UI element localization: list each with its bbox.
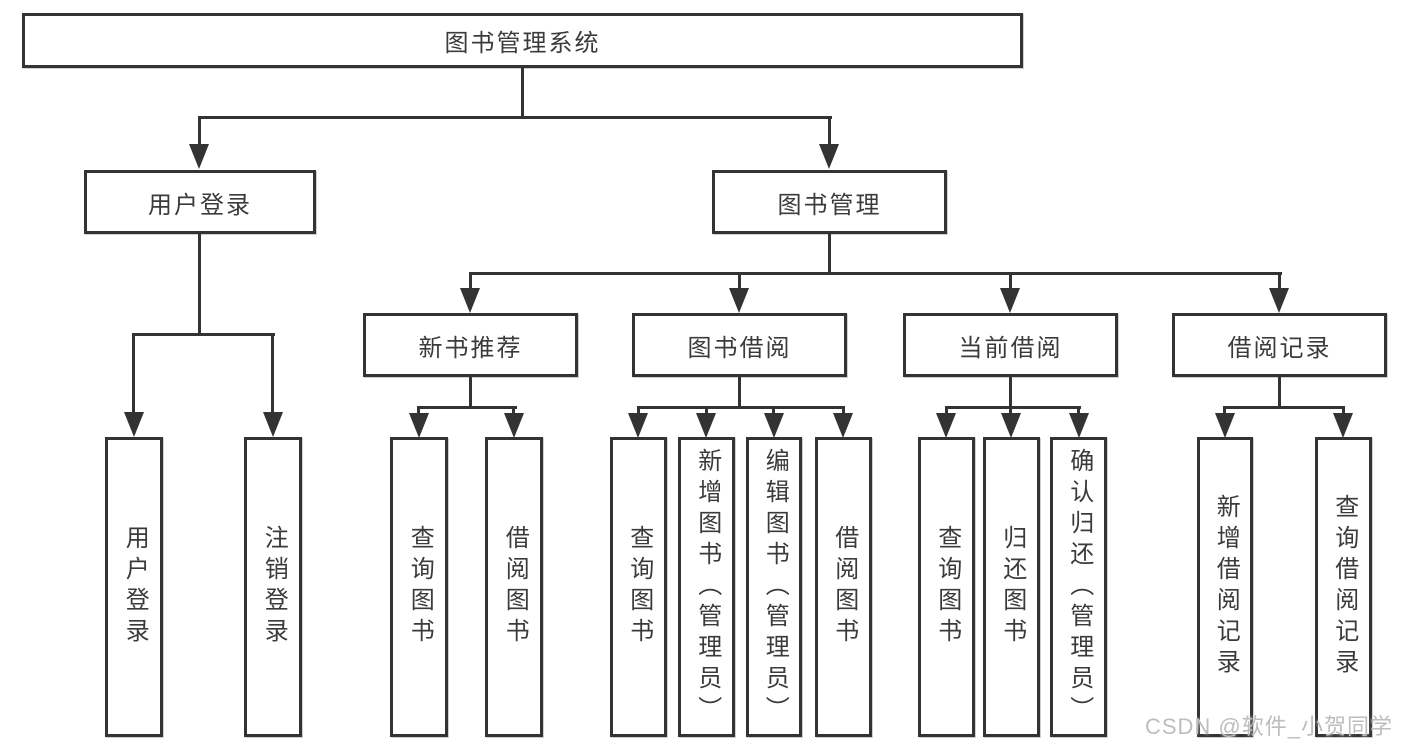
- leaf-nbr-borrow-books: 借阅图书: [485, 437, 543, 737]
- connector-line: [271, 334, 274, 414]
- connector-line: [469, 377, 472, 408]
- leaf-bb-borrow-books: 借阅图书: [815, 437, 872, 737]
- node-book-management: 图书管理: [712, 170, 947, 234]
- leaf-cb-return-books: 归还图书: [983, 437, 1040, 737]
- connector-line: [417, 406, 517, 409]
- node-book-management-label: 图书管理: [777, 191, 882, 219]
- connector-line: [1077, 407, 1080, 417]
- connector-line: [772, 407, 775, 417]
- connector-line: [1009, 377, 1012, 408]
- leaf-bb-add-books-admin: 新增图书（管理员）: [678, 437, 735, 737]
- arrow-down-icon: [936, 413, 956, 438]
- leaf-cb-query-books: 查询图书: [918, 437, 975, 737]
- connector-line: [637, 406, 845, 409]
- connector-line: [828, 117, 831, 147]
- arrow-down-icon: [833, 413, 853, 438]
- node-user-login: 用户登录: [84, 170, 316, 234]
- node-book-borrow: 图书借阅: [632, 313, 847, 377]
- connector-line: [132, 333, 275, 336]
- connector-line: [1278, 377, 1281, 408]
- connector-line: [198, 117, 201, 147]
- connector-line: [469, 273, 472, 291]
- arrow-down-icon: [696, 413, 716, 438]
- node-user-login-label: 用户登录: [148, 191, 252, 219]
- arrow-down-icon: [729, 288, 749, 313]
- connector-line: [417, 407, 420, 417]
- node-root-label: 图书管理系统: [444, 30, 601, 57]
- connector-line: [705, 407, 708, 417]
- connector-line: [945, 407, 948, 417]
- connector-line: [198, 116, 832, 119]
- connector-line: [132, 334, 135, 414]
- leaf-logout: 注销登录: [244, 437, 302, 737]
- node-book-borrow-label: 图书借阅: [687, 334, 792, 362]
- connector-line: [1342, 407, 1345, 417]
- connector-line: [945, 406, 1081, 409]
- leaf-bb-query-books: 查询图书: [610, 437, 667, 737]
- node-borrow-records-label: 借阅记录: [1227, 334, 1332, 362]
- connector-line: [637, 407, 640, 417]
- arrow-down-icon: [409, 413, 429, 438]
- node-borrow-records: 借阅记录: [1172, 313, 1387, 377]
- connector-line: [1009, 273, 1012, 291]
- arrow-down-icon: [1333, 413, 1353, 438]
- leaf-bb-edit-books-admin: 编辑图书（管理员）: [746, 437, 802, 737]
- connector-line: [198, 234, 201, 335]
- connector-line: [1223, 407, 1226, 417]
- leaf-cb-confirm-return-admin: 确认归还（管理员）: [1050, 437, 1107, 737]
- connector-line: [738, 273, 741, 291]
- arrow-down-icon: [1000, 288, 1020, 313]
- connector-line: [1009, 407, 1012, 417]
- connector-line: [469, 272, 1282, 275]
- leaf-nbr-query-books: 查询图书: [390, 437, 448, 737]
- leaf-br-add-record: 新增借阅记录: [1197, 437, 1253, 737]
- connector-line: [1278, 273, 1281, 291]
- arrow-down-icon: [819, 144, 839, 169]
- connector-line: [738, 377, 741, 408]
- leaf-user-login: 用户登录: [105, 437, 163, 737]
- arrow-down-icon: [124, 412, 144, 437]
- node-current-borrow: 当前借阅: [903, 313, 1118, 377]
- arrow-down-icon: [1215, 413, 1235, 438]
- arrow-down-icon: [189, 144, 209, 169]
- csdn-watermark: CSDN @软件_小贺同学: [1144, 714, 1393, 739]
- arrow-down-icon: [628, 413, 648, 438]
- node-root: 图书管理系统: [22, 13, 1023, 68]
- connector-line: [842, 407, 845, 417]
- connector-line: [828, 234, 831, 274]
- connector-line: [521, 68, 524, 118]
- node-current-borrow-label: 当前借阅: [958, 334, 1063, 362]
- arrow-down-icon: [460, 288, 480, 313]
- connector-line: [1223, 406, 1345, 409]
- arrow-down-icon: [764, 413, 784, 438]
- arrow-down-icon: [1269, 288, 1289, 313]
- node-new-book-recommend-label: 新书推荐: [418, 334, 523, 362]
- node-new-book-recommend: 新书推荐: [363, 313, 578, 377]
- arrow-down-icon: [1069, 413, 1089, 438]
- connector-line: [512, 407, 515, 417]
- arrow-down-icon: [1001, 413, 1021, 438]
- arrow-down-icon: [263, 412, 283, 437]
- arrow-down-icon: [504, 413, 524, 438]
- leaf-br-query-record: 查询借阅记录: [1315, 437, 1372, 737]
